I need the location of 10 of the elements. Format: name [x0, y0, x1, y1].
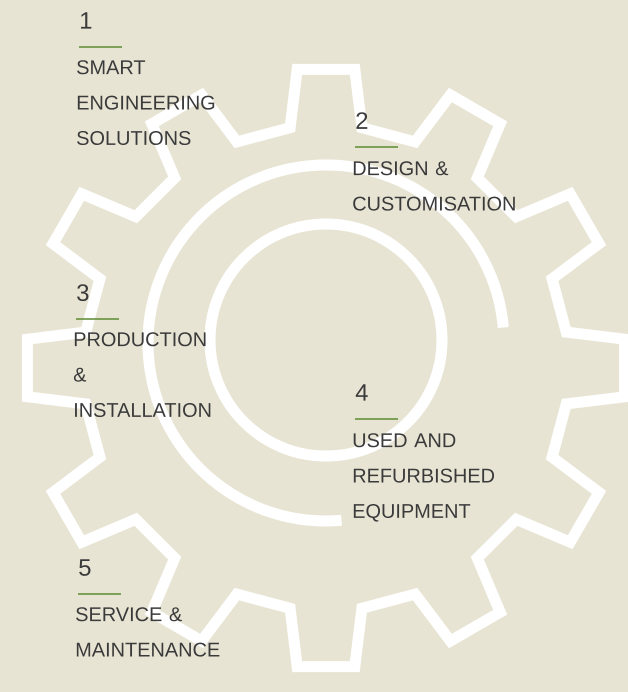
item-number: 4 [356, 384, 368, 401]
item-label: USED AND REFURBISHED EQUIPMENT [354, 433, 494, 522]
item-number: 2 [356, 112, 368, 129]
item-label: SMART ENGINEERING SOLUTIONS [77, 60, 214, 146]
item-label: DESIGN & CUSTOMISATION [353, 161, 515, 211]
item-number: 1 [81, 12, 92, 29]
item-label: SERVICE & MAINTENANCE [76, 607, 220, 657]
item-label: PRODUCTION & INSTALLATION [74, 332, 210, 418]
item-number: 5 [79, 559, 90, 576]
item-number: 3 [77, 284, 88, 302]
